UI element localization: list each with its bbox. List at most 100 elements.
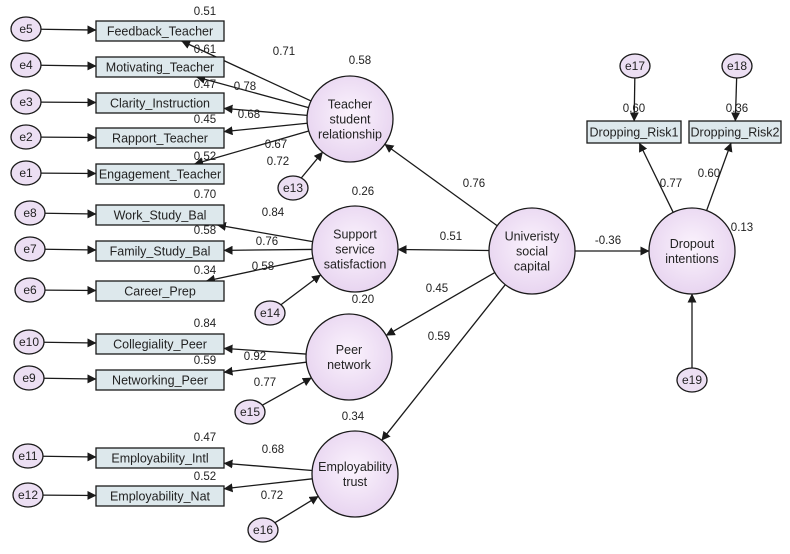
error-term-ellipse <box>277 175 309 201</box>
latent-variable-circle <box>311 205 399 293</box>
error-term-label: e2 <box>19 130 33 144</box>
r-squared-label: 0.47 <box>194 432 216 444</box>
path-coefficient: 0.68 <box>262 444 284 456</box>
latent-variable-circle <box>305 313 393 401</box>
latent-variable-label: relationship <box>318 128 382 142</box>
observed-variable-label: Dropping_Risk1 <box>590 126 679 140</box>
error-term-ellipse <box>254 300 286 326</box>
latent-variable-label: Support <box>333 228 377 242</box>
latent-variable-label: Dropout <box>670 237 715 251</box>
error-term-label: e8 <box>23 206 37 220</box>
observed-variable-box <box>688 120 782 144</box>
r-squared-label: 0.59 <box>194 355 216 367</box>
error-term-ellipse <box>676 367 708 393</box>
error-term-ellipse <box>10 16 42 42</box>
path-coefficient: 0.72 <box>267 156 289 168</box>
path-arrow-di-dr2 <box>706 142 733 211</box>
latent-variable-label: network <box>327 358 372 372</box>
error-term-ellipse <box>14 236 46 262</box>
r-squared-label: 0.34 <box>194 265 217 277</box>
path-arrow-e14-sss <box>280 274 322 306</box>
r-squared-label: 0.70 <box>194 189 216 201</box>
error-term-label: e1 <box>19 166 33 180</box>
path-coefficient: -0.36 <box>595 235 621 247</box>
latent-variable-circle <box>488 207 576 295</box>
path-coefficient: 0.59 <box>428 331 450 343</box>
path-arrow-sss-cp <box>205 257 314 284</box>
path-coefficient: 0.58 <box>252 261 274 273</box>
r-squared-label: 0.52 <box>194 471 216 483</box>
path-coefficient: 0.76 <box>463 178 485 190</box>
observed-variable-box <box>95 333 225 355</box>
observed-variable-box <box>95 92 225 114</box>
error-term-ellipse <box>10 89 42 115</box>
path-coefficient: 0.67 <box>265 139 287 151</box>
r-squared-label: 0.51 <box>194 6 216 18</box>
latent-variable-label: satisfaction <box>324 258 387 272</box>
path-arrow-pn-cg <box>223 344 307 355</box>
path-arrow-emt-en <box>223 478 313 493</box>
latent-variable-label: social <box>516 245 548 259</box>
latent-variable-label: student <box>329 113 371 127</box>
r-squared-label: 0.47 <box>194 79 216 91</box>
path-arrow-e8-ws <box>44 209 97 219</box>
error-term-label: e10 <box>19 335 39 349</box>
label-layer: 0.710.780.680.670.720.840.760.580.920.77… <box>194 6 753 502</box>
observed-variable-label: Dropping_Risk2 <box>691 126 780 140</box>
observed-variable-box <box>95 20 225 42</box>
error-term-label: e4 <box>19 58 33 72</box>
error-term-label: e14 <box>260 306 280 320</box>
path-coefficient: 0.60 <box>698 168 720 180</box>
error-term-ellipse <box>12 482 44 508</box>
observed-variable-label: Employability_Intl <box>111 452 208 466</box>
error-term-ellipse <box>10 124 42 150</box>
error-term-label: e6 <box>23 283 37 297</box>
error-term-ellipse <box>13 365 45 391</box>
observed-variable-label: Work_Study_Bal <box>114 209 207 223</box>
path-arrow-e17-dr1 <box>629 77 639 122</box>
observed-variable-label: Engagement_Teacher <box>99 168 221 182</box>
error-term-label: e9 <box>22 371 36 385</box>
observed-variable-label: Motivating_Teacher <box>106 61 214 75</box>
latent-variable-label: Teacher <box>328 98 372 112</box>
error-term-ellipse <box>13 329 45 355</box>
error-term-label: e16 <box>253 523 273 537</box>
path-arrow-e9-np <box>43 374 97 384</box>
observed-variable-box <box>95 280 225 302</box>
error-term-label: e15 <box>240 405 260 419</box>
path-arrow-emt-ei <box>223 459 313 472</box>
error-term-ellipse <box>14 200 46 226</box>
r-squared-label: 0.58 <box>349 55 371 67</box>
r-squared-label: 0.36 <box>726 103 748 115</box>
observed-variable-label: Career_Prep <box>124 285 196 299</box>
path-arrow-e16-emt <box>274 495 319 524</box>
observed-variable-box <box>95 127 225 149</box>
error-term-ellipse <box>247 517 279 543</box>
observed-variable-label: Networking_Peer <box>112 374 208 388</box>
observed-variable-box <box>586 120 682 144</box>
path-arrow-e18-dr2 <box>731 77 741 122</box>
latent-variable-circle <box>311 430 399 518</box>
path-arrow-e5-fb <box>40 25 97 35</box>
path-coefficient: 0.84 <box>262 207 285 219</box>
r-squared-label: 0.34 <box>342 411 365 423</box>
r-squared-label: 0.84 <box>194 318 217 330</box>
error-term-label: e5 <box>19 22 33 36</box>
r-squared-label: 0.26 <box>352 186 374 198</box>
observed-variable-box <box>95 447 225 469</box>
path-arrow-e4-mt <box>40 61 97 71</box>
path-arrow-sss-fs <box>223 245 313 255</box>
path-arrow-tsr-ci <box>223 104 308 117</box>
r-squared-label: 0.52 <box>194 151 216 163</box>
latent-variable-label: intentions <box>665 252 719 266</box>
path-arrow-usc-sss <box>397 245 490 255</box>
observed-variable-box <box>95 240 225 262</box>
r-squared-label: 0.20 <box>352 294 374 306</box>
error-term-ellipse <box>10 160 42 186</box>
error-term-label: e13 <box>283 181 303 195</box>
error-term-label: e19 <box>682 373 702 387</box>
path-layer <box>40 25 741 524</box>
error-term-ellipse <box>10 52 42 78</box>
error-term-label: e12 <box>18 488 38 502</box>
path-coefficient: 0.71 <box>273 46 295 58</box>
